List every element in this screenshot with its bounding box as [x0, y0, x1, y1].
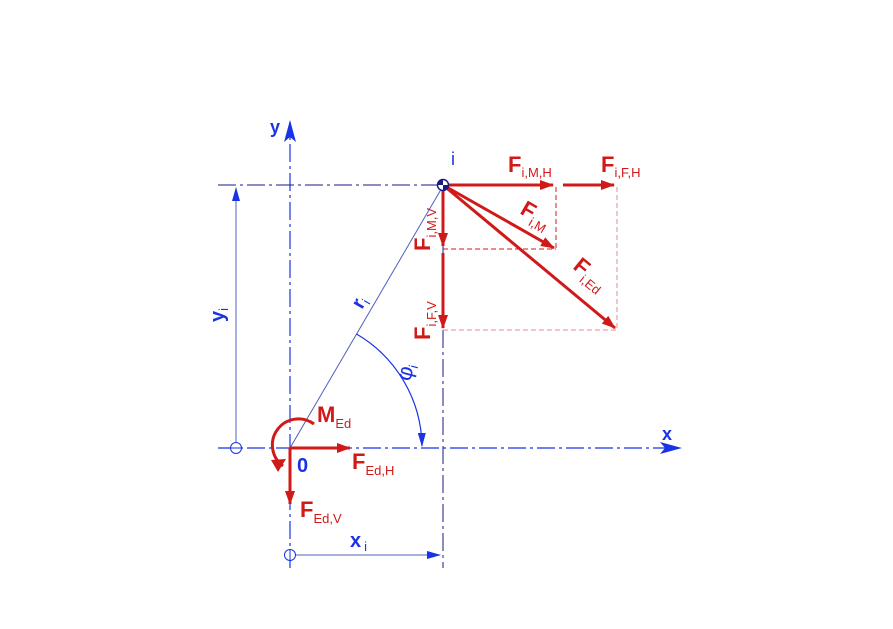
force-ed-h-main: F [352, 449, 365, 474]
dim-phi-sub: i [406, 363, 421, 370]
angle-arc: φi [356, 333, 426, 447]
svg-text:ri: ri [347, 292, 373, 313]
force-i-f-v-sub: i,F,V [424, 301, 439, 327]
force-i-m-h: Fi,M,H [443, 152, 554, 190]
svg-text:FEd,H: FEd,H [352, 449, 394, 478]
point-i-label: i [451, 149, 455, 169]
force-i-m-h-main: F [508, 152, 521, 177]
force-i-m-v-sub: i,M,V [424, 208, 439, 238]
force-ed-v-main: F [300, 497, 313, 522]
dimension-y: yi [207, 187, 242, 454]
force-i-m-v: Fi,M,V [410, 185, 448, 251]
svg-text:Fi,F,H: Fi,F,H [601, 152, 640, 180]
moment-main: M [317, 402, 335, 427]
force-i-m-h-sub: i,M,H [521, 165, 551, 180]
svg-text:yi: yi [207, 308, 231, 322]
svg-text:φi: φi [391, 360, 422, 384]
force-i-f-h-main: F [601, 152, 614, 177]
dim-phi-main: φ [391, 363, 419, 383]
dim-y-sub: i [216, 308, 231, 311]
construction-lines [443, 187, 618, 331]
force-ed-v-sub: Ed,V [313, 511, 342, 526]
force-ed-h: FEd,H [290, 443, 394, 478]
svg-text:MEd: MEd [317, 402, 351, 431]
force-i-f-v: Fi,F,V [410, 253, 448, 340]
moment-sub: Ed [335, 416, 351, 431]
force-ed-h-sub: Ed,H [365, 463, 394, 478]
svg-text:xi: xi [350, 530, 367, 554]
svg-text:Fi,F,V: Fi,F,V [410, 301, 439, 340]
origin-label: 0 [297, 455, 308, 477]
svg-text:Fi,Ed: Fi,Ed [566, 252, 612, 297]
radius-line: ri [289, 185, 444, 449]
dim-y-main: y [207, 310, 229, 322]
force-i-m: Fi,M [442, 183, 555, 250]
dim-x-main: x [350, 530, 361, 552]
point-i-marker [436, 178, 450, 192]
dim-r-sub: i [359, 297, 373, 307]
force-i-f-h-sub: i,F,H [614, 165, 640, 180]
force-i-f-v-main: F [410, 327, 435, 340]
force-i-m-v-main: F [410, 238, 435, 251]
dim-x-sub: i [364, 539, 367, 554]
force-i-f-h: Fi,F,H [563, 152, 640, 190]
x-axis-label: x [662, 424, 672, 444]
force-ed-v: FEd,V [285, 448, 342, 526]
svg-text:Fi,M,H: Fi,M,H [508, 152, 552, 180]
svg-text:FEd,V: FEd,V [300, 497, 342, 526]
svg-text:Fi,M,V: Fi,M,V [410, 208, 439, 251]
moment-ed: MEd [270, 402, 351, 472]
y-axis-label: y [270, 117, 280, 137]
